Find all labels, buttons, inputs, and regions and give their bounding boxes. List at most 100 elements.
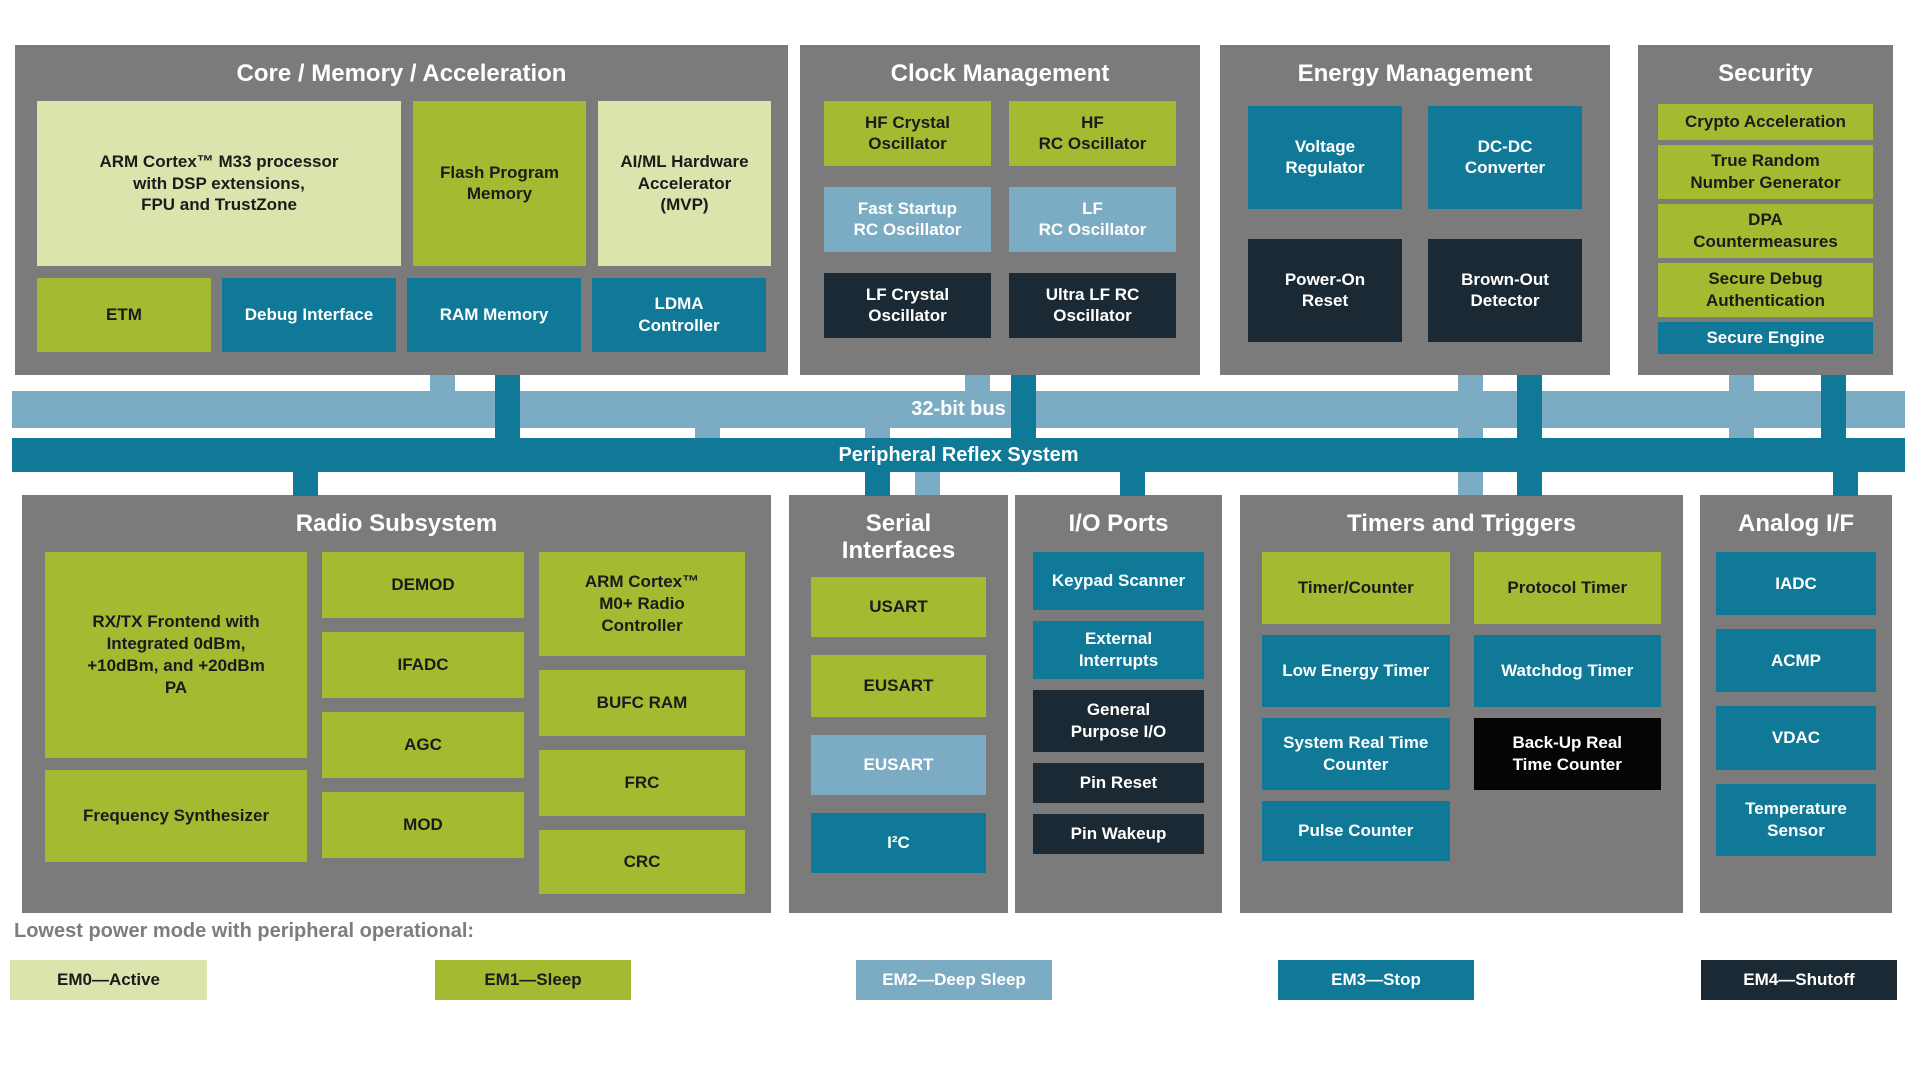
block-hf-crystal-oscillator: HF Crystal Oscillator	[824, 100, 991, 166]
block-arm-cortex-m0-radio-controller: ARM Cortex™ M0+ Radio Controller	[539, 551, 745, 656]
panel-security: Security Crypto Acceleration True Random…	[1638, 45, 1893, 375]
block-backup-real-time-counter: Back-Up Real Time Counter	[1473, 717, 1661, 790]
block-debug-interface: Debug Interface	[222, 277, 396, 352]
radio-col-1: RX/TX Frontend with Integrated 0dBm, +10…	[45, 551, 307, 894]
block-pin-reset: Pin Reset	[1033, 762, 1204, 803]
block-acmp: ACMP	[1716, 628, 1876, 692]
legend-chip-em4: EM4—Shutoff	[1701, 960, 1897, 1000]
panel-serial-interfaces: Serial Interfaces USART EUSART EUSART I²…	[789, 495, 1008, 913]
panel-title-energy: Energy Management	[1297, 60, 1533, 87]
bus-connector	[1517, 472, 1542, 496]
block-frc: FRC	[539, 749, 745, 816]
block-ifadc: IFADC	[322, 631, 524, 698]
bus-connector	[1120, 472, 1145, 496]
panel-title-radio: Radio Subsystem	[295, 510, 498, 537]
block-keypad-scanner: Keypad Scanner	[1033, 551, 1204, 610]
block-fast-startup-rc-oscillator: Fast Startup RC Oscillator	[824, 186, 991, 252]
panel-core-memory-acceleration: Core / Memory / Acceleration ARM Cortex™…	[15, 45, 788, 375]
block-general-purpose-io: General Purpose I/O	[1033, 689, 1204, 752]
panel-title-analog: Analog I/F	[1738, 510, 1854, 537]
bus-connector	[865, 428, 890, 438]
legend-chip-em1: EM1—Sleep	[435, 960, 631, 1000]
radio-col-2: DEMOD IFADC AGC MOD	[322, 551, 524, 894]
block-eusart-2: EUSART	[811, 734, 986, 795]
legend-chip-em2: EM2—Deep Sleep	[856, 960, 1052, 1000]
bus-connector	[1729, 375, 1754, 392]
bus-32bit-label: 32-bit bus	[911, 398, 1006, 420]
block-mod: MOD	[322, 791, 524, 858]
bus-connector	[495, 375, 520, 438]
bus-connector	[915, 472, 940, 496]
legend-chip-em3: EM3—Stop	[1278, 960, 1474, 1000]
block-usart: USART	[811, 576, 986, 637]
bus-connector	[1458, 472, 1483, 496]
bus-connector	[1458, 375, 1483, 392]
io-stack: Keypad Scanner External Interrupts Gener…	[1033, 551, 1204, 854]
bus-connector	[865, 472, 890, 496]
block-hf-rc-oscillator: HF RC Oscillator	[1009, 100, 1176, 166]
block-pin-wakeup: Pin Wakeup	[1033, 813, 1204, 854]
panel-title-security: Security	[1718, 60, 1813, 87]
block-vdac: VDAC	[1716, 705, 1876, 770]
block-bufc-ram: BUFC RAM	[539, 669, 745, 736]
panel-radio-subsystem: Radio Subsystem RX/TX Frontend with Inte…	[22, 495, 771, 913]
block-secure-engine: Secure Engine	[1658, 321, 1873, 354]
panel-clock-management: Clock Management HF Crystal Oscillator H…	[800, 45, 1200, 375]
block-dcdc-converter: DC-DC Converter	[1428, 105, 1582, 209]
block-rxtx-frontend: RX/TX Frontend with Integrated 0dBm, +10…	[45, 551, 307, 758]
block-low-energy-timer: Low Energy Timer	[1262, 634, 1450, 707]
bus-32bit: 32-bit bus	[12, 391, 1905, 428]
block-system-real-time-counter: System Real Time Counter	[1262, 717, 1450, 790]
bus-connector	[1729, 428, 1754, 438]
block-lf-crystal-oscillator: LF Crystal Oscillator	[824, 272, 991, 338]
block-eusart-1: EUSART	[811, 654, 986, 717]
radio-col-3: ARM Cortex™ M0+ Radio Controller BUFC RA…	[539, 551, 745, 894]
block-flash-program-memory: Flash Program Memory	[413, 100, 586, 266]
core-row-1: ARM Cortex™ M33 processor with DSP exten…	[37, 100, 771, 266]
security-stack: Crypto Acceleration True Random Number G…	[1658, 103, 1873, 354]
block-crc: CRC	[539, 829, 745, 894]
panel-title-timers: Timers and Triggers	[1347, 510, 1576, 537]
panel-title-core: Core / Memory / Acceleration	[236, 60, 567, 87]
block-temperature-sensor: Temperature Sensor	[1716, 783, 1876, 856]
block-agc: AGC	[322, 711, 524, 778]
analog-stack: IADC ACMP VDAC Temperature Sensor	[1716, 551, 1876, 856]
bus-peripheral-reflex-system: Peripheral Reflex System	[12, 438, 1905, 472]
panel-title-io: I/O Ports	[1068, 510, 1169, 537]
block-iadc: IADC	[1716, 551, 1876, 615]
bus-connector	[1458, 428, 1483, 438]
panel-title-clock: Clock Management	[890, 60, 1110, 87]
panel-title-serial: Serial Interfaces	[841, 510, 956, 564]
bus-connector	[1011, 375, 1036, 438]
panel-energy-management: Energy Management Voltage Regulator DC-D…	[1220, 45, 1610, 375]
block-external-interrupts: External Interrupts	[1033, 620, 1204, 679]
block-ultra-lf-rc-oscillator: Ultra LF RC Oscillator	[1009, 272, 1176, 338]
block-arm-cortex-m33: ARM Cortex™ M33 processor with DSP exten…	[37, 100, 401, 266]
block-dpa-countermeasures: DPA Countermeasures	[1658, 203, 1873, 258]
block-lf-rc-oscillator: LF RC Oscillator	[1009, 186, 1176, 252]
legend-chip-em0: EM0—Active	[10, 960, 207, 1000]
block-ram-memory: RAM Memory	[407, 277, 581, 352]
panel-io-ports: I/O Ports Keypad Scanner External Interr…	[1015, 495, 1222, 913]
block-demod: DEMOD	[322, 551, 524, 618]
block-ldma-controller: LDMA Controller	[592, 277, 766, 352]
block-i2c: I²C	[811, 812, 986, 873]
bus-connector	[430, 375, 455, 392]
radio-columns: RX/TX Frontend with Integrated 0dBm, +10…	[45, 551, 745, 894]
bus-connector	[965, 375, 990, 392]
block-protocol-timer: Protocol Timer	[1473, 551, 1661, 624]
clock-grid: HF Crystal Oscillator HF RC Oscillator F…	[824, 100, 1176, 338]
bus-connector	[695, 428, 720, 438]
block-watchdog-timer: Watchdog Timer	[1473, 634, 1661, 707]
panel-analog-if: Analog I/F IADC ACMP VDAC Temperature Se…	[1700, 495, 1892, 913]
block-secure-debug-authentication: Secure Debug Authentication	[1658, 262, 1873, 317]
bus-connector	[293, 472, 318, 496]
block-aiml-accelerator: AI/ML Hardware Accelerator (MVP)	[598, 100, 771, 266]
block-timer-counter: Timer/Counter	[1262, 551, 1450, 624]
block-etm: ETM	[37, 277, 211, 352]
panel-timers-triggers: Timers and Triggers Timer/Counter Low En…	[1240, 495, 1683, 913]
block-pulse-counter: Pulse Counter	[1262, 800, 1450, 861]
block-crypto-acceleration: Crypto Acceleration	[1658, 103, 1873, 140]
bus-connector	[1821, 375, 1846, 438]
